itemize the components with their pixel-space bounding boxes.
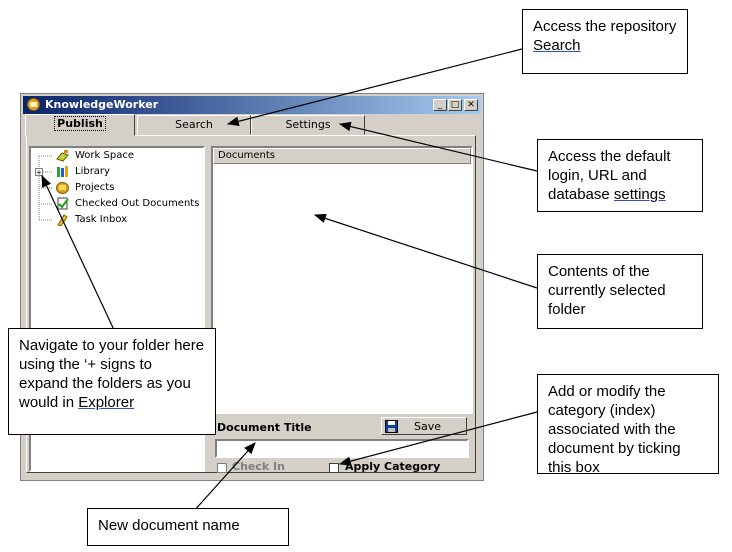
library-expander[interactable]: +	[35, 168, 43, 177]
callout-navigate-text: Navigate to your folder here using the ‘…	[19, 337, 205, 411]
document-title-label: Document Title	[217, 421, 312, 434]
title-bar[interactable]: KnowledgeWorker _ □ ✕	[23, 96, 481, 114]
callout-category-text: Add or modify the category (index) assoc…	[548, 383, 681, 474]
checkin-checkbox[interactable]	[217, 463, 227, 473]
floppy-disk-icon	[385, 420, 398, 433]
tab-publish[interactable]: Publish	[25, 114, 135, 136]
window-title: KnowledgeWorker	[45, 98, 159, 111]
apply-category-checkbox[interactable]	[329, 463, 339, 473]
save-label: Save	[414, 420, 442, 433]
checkin-label: Check In	[232, 460, 285, 473]
tree-item-task-inbox[interactable]: Task Inbox	[75, 214, 128, 225]
minimize-button[interactable]: _	[433, 99, 447, 111]
callout-docname: New document name	[87, 508, 289, 546]
tab-settings-label: Settings	[285, 118, 331, 131]
tree-item-workspace[interactable]: Work Space	[75, 150, 134, 161]
callout-search: Access the repository Search	[522, 9, 688, 74]
document-list[interactable]: Documents	[211, 146, 473, 414]
workspace-icon	[56, 150, 69, 162]
tab-search-label: Search	[175, 118, 213, 131]
document-title-input[interactable]	[215, 439, 469, 458]
callout-docname-text: New document name	[98, 517, 240, 534]
documents-column-header[interactable]: Documents	[213, 148, 471, 164]
save-button[interactable]: Save	[381, 417, 467, 435]
tab-settings[interactable]: Settings	[251, 115, 365, 135]
task-inbox-icon	[57, 214, 68, 226]
tree-item-checked-out[interactable]: Checked Out Documents	[75, 198, 200, 209]
apply-category-label: Apply Category	[345, 460, 441, 473]
library-icon	[57, 166, 68, 177]
callout-navigate: Navigate to your folder here using the ‘…	[8, 328, 216, 435]
tree-item-library[interactable]: Library	[75, 166, 110, 177]
callout-contents: Contents of the currently selected folde…	[537, 254, 703, 329]
callout-settings: Access the default login, URL and databa…	[537, 139, 703, 212]
tree-item-projects[interactable]: Projects	[75, 182, 115, 193]
maximize-button[interactable]: □	[448, 99, 462, 111]
callout-settings-text: Access the default login, URL and databa…	[548, 148, 671, 203]
tab-publish-label: Publish	[54, 116, 106, 131]
checked-out-icon	[57, 197, 69, 210]
callout-contents-text: Contents of the currently selected folde…	[548, 263, 666, 318]
tab-search[interactable]: Search	[137, 115, 251, 135]
callout-settings-link: settings	[613, 186, 666, 203]
close-button[interactable]: ✕	[464, 99, 478, 111]
callout-category: Add or modify the category (index) assoc…	[537, 374, 719, 474]
projects-icon	[56, 182, 69, 194]
app-icon	[27, 98, 40, 111]
callout-navigate-link: Explorer	[78, 394, 135, 411]
callout-search-link: Search	[533, 37, 581, 54]
callout-search-text: Access the repository	[533, 18, 677, 35]
